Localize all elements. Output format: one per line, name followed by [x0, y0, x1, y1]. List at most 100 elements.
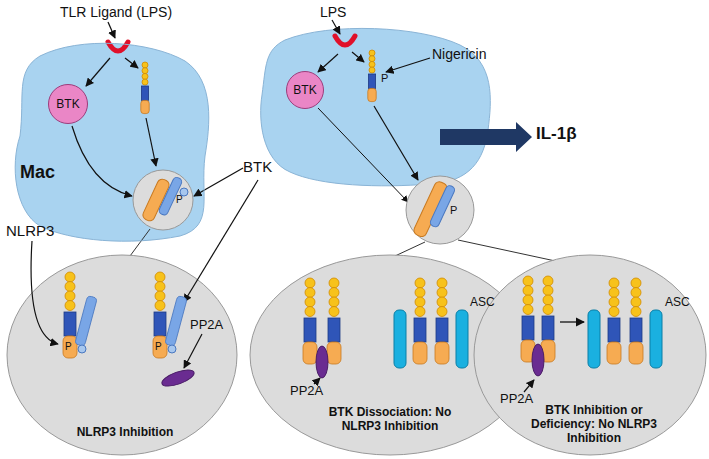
lrr-domain — [369, 56, 375, 62]
lrr-domain — [305, 297, 315, 307]
zoom-line — [130, 229, 150, 256]
zoom-bubble — [406, 176, 474, 244]
nacht-domain — [608, 318, 620, 342]
lrr-domain — [609, 288, 619, 298]
pyd-domain — [435, 342, 449, 364]
label: ASC — [665, 296, 690, 310]
leader-arrow — [184, 180, 258, 302]
lrr-domain — [415, 307, 425, 317]
lrr-domain — [142, 73, 148, 79]
btk-protein — [158, 176, 183, 216]
lrr-domain — [305, 307, 315, 317]
lrr-domain — [609, 307, 619, 317]
btk-protein — [165, 296, 188, 347]
pyd-domain — [413, 342, 427, 364]
zoom-bubble — [474, 255, 706, 455]
lrr-domain — [155, 291, 165, 301]
lrr-domain — [155, 282, 165, 292]
lrr-domain — [65, 272, 75, 282]
nacht-domain — [154, 312, 166, 336]
lrr-domain — [609, 297, 619, 307]
asc-protein — [588, 310, 600, 368]
asc-protein — [394, 310, 406, 368]
arrow — [108, 22, 115, 38]
lrr-domain — [329, 307, 339, 317]
btk-domain — [168, 345, 176, 353]
nacht-domain — [630, 318, 642, 342]
pyd-domain — [63, 336, 77, 358]
lrr-domain — [523, 295, 533, 305]
lrr-domain — [523, 286, 533, 296]
leader-arrow — [524, 380, 534, 392]
lrr-domain — [142, 68, 148, 74]
nacht-domain — [522, 316, 534, 340]
arrow — [318, 108, 408, 202]
lrr-domain — [329, 288, 339, 298]
pyd-domain — [153, 336, 167, 358]
btk-domain — [78, 345, 86, 353]
zoom-bubble — [133, 170, 193, 230]
node-text: Mac — [20, 162, 55, 183]
nacht-domain — [64, 312, 76, 336]
lrr-domain — [329, 297, 339, 307]
panel-caption: BTK Inhibition or Deficiency: No NLRP3 I… — [524, 404, 664, 445]
node-text: BTK — [56, 97, 79, 111]
nacht-domain — [328, 318, 340, 342]
lrr-domain — [65, 301, 75, 311]
lrr-domain — [415, 278, 425, 288]
label: BTK — [243, 158, 272, 175]
btk-protein — [75, 296, 98, 347]
lrr-domain — [543, 295, 553, 305]
lrr-domain — [305, 278, 315, 288]
pyd-domain — [629, 342, 643, 364]
label: TLR Ligand (LPS) — [60, 4, 172, 20]
lrr-domain — [437, 278, 447, 288]
pyd-domain — [368, 88, 376, 101]
lrr-domain — [631, 307, 641, 317]
asc-protein — [650, 310, 662, 368]
arrow — [125, 58, 138, 68]
leader-arrow — [31, 241, 58, 344]
btk-circle: BTK — [48, 84, 88, 124]
label: LPS — [320, 4, 346, 20]
nacht-domain — [141, 86, 148, 100]
lrr-domain — [369, 61, 375, 67]
pp2a-protein — [160, 367, 196, 390]
cell-outline — [10, 36, 220, 246]
lrr-domain — [631, 288, 641, 298]
label: PP2A — [190, 318, 223, 333]
arrow — [86, 58, 110, 86]
pyd-domain — [303, 342, 317, 364]
cell-fill — [15, 43, 209, 241]
arrow — [386, 58, 430, 72]
lrr-domain — [543, 305, 553, 315]
btk-circle: BTK — [286, 71, 324, 109]
phospho-mark: P — [176, 194, 183, 206]
lrr-domain — [415, 288, 425, 298]
lrr-domain — [415, 297, 425, 307]
lrr-domain — [543, 276, 553, 286]
nacht-domain — [542, 316, 554, 340]
label: IL-1β — [536, 124, 577, 144]
lrr-domain — [437, 307, 447, 317]
lrr-domain — [523, 276, 533, 286]
lrr-domain — [65, 291, 75, 301]
phospho-mark: P — [155, 341, 162, 353]
arrow — [72, 126, 132, 196]
nacht-domain — [414, 318, 426, 342]
zoom-bubble — [7, 255, 237, 455]
lrr-domain — [631, 297, 641, 307]
phospho-mark: P — [65, 341, 72, 353]
node-text: BTK — [293, 83, 316, 97]
lrr-domain — [155, 301, 165, 311]
lrr-domain — [437, 297, 447, 307]
leader-arrow — [184, 334, 202, 368]
nacht-domain — [436, 318, 448, 342]
asc-protein — [456, 310, 468, 368]
cell-outline — [15, 43, 209, 241]
pyd-domain — [141, 100, 149, 113]
lrr-domain — [543, 286, 553, 296]
lrr-domain — [369, 67, 375, 73]
arrow — [352, 52, 364, 62]
